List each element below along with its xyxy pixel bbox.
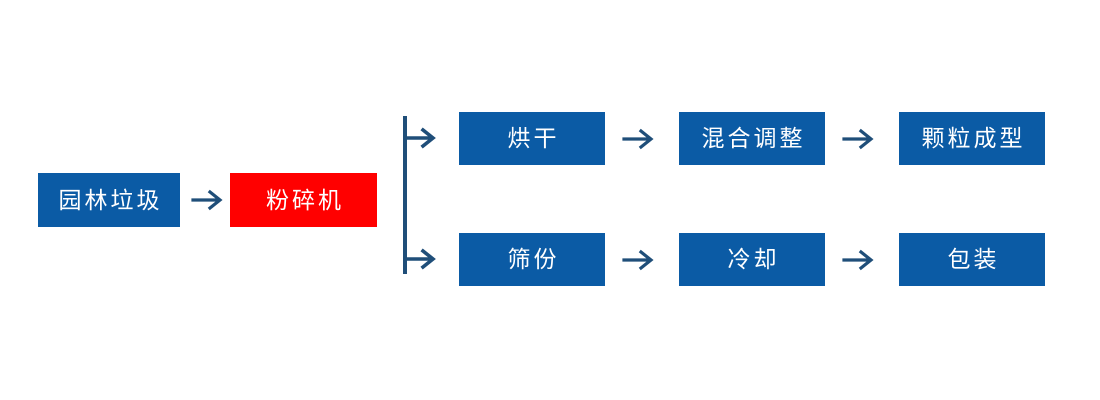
node-cooling[interactable]: 冷却 [679,233,825,286]
node-granulation[interactable]: 颗粒成型 [899,112,1045,165]
arrow-right-icon-bottom-1 [622,248,658,272]
arrow-right-icon-top-2 [842,127,878,151]
node-mixing-adjustment[interactable]: 混合调整 [679,112,825,165]
arrow-right-icon-top-1 [622,127,658,151]
node-packaging[interactable]: 包装 [899,233,1045,286]
node-drying[interactable]: 烘干 [459,112,605,165]
arrow-right-icon-input-to-crusher [191,188,227,212]
node-garden-waste[interactable]: 园林垃圾 [38,173,180,227]
branch-split-icon [400,114,446,276]
node-crusher[interactable]: 粉碎机 [230,173,377,227]
arrow-right-icon-bottom-2 [842,248,878,272]
node-screening[interactable]: 筛份 [459,233,605,286]
